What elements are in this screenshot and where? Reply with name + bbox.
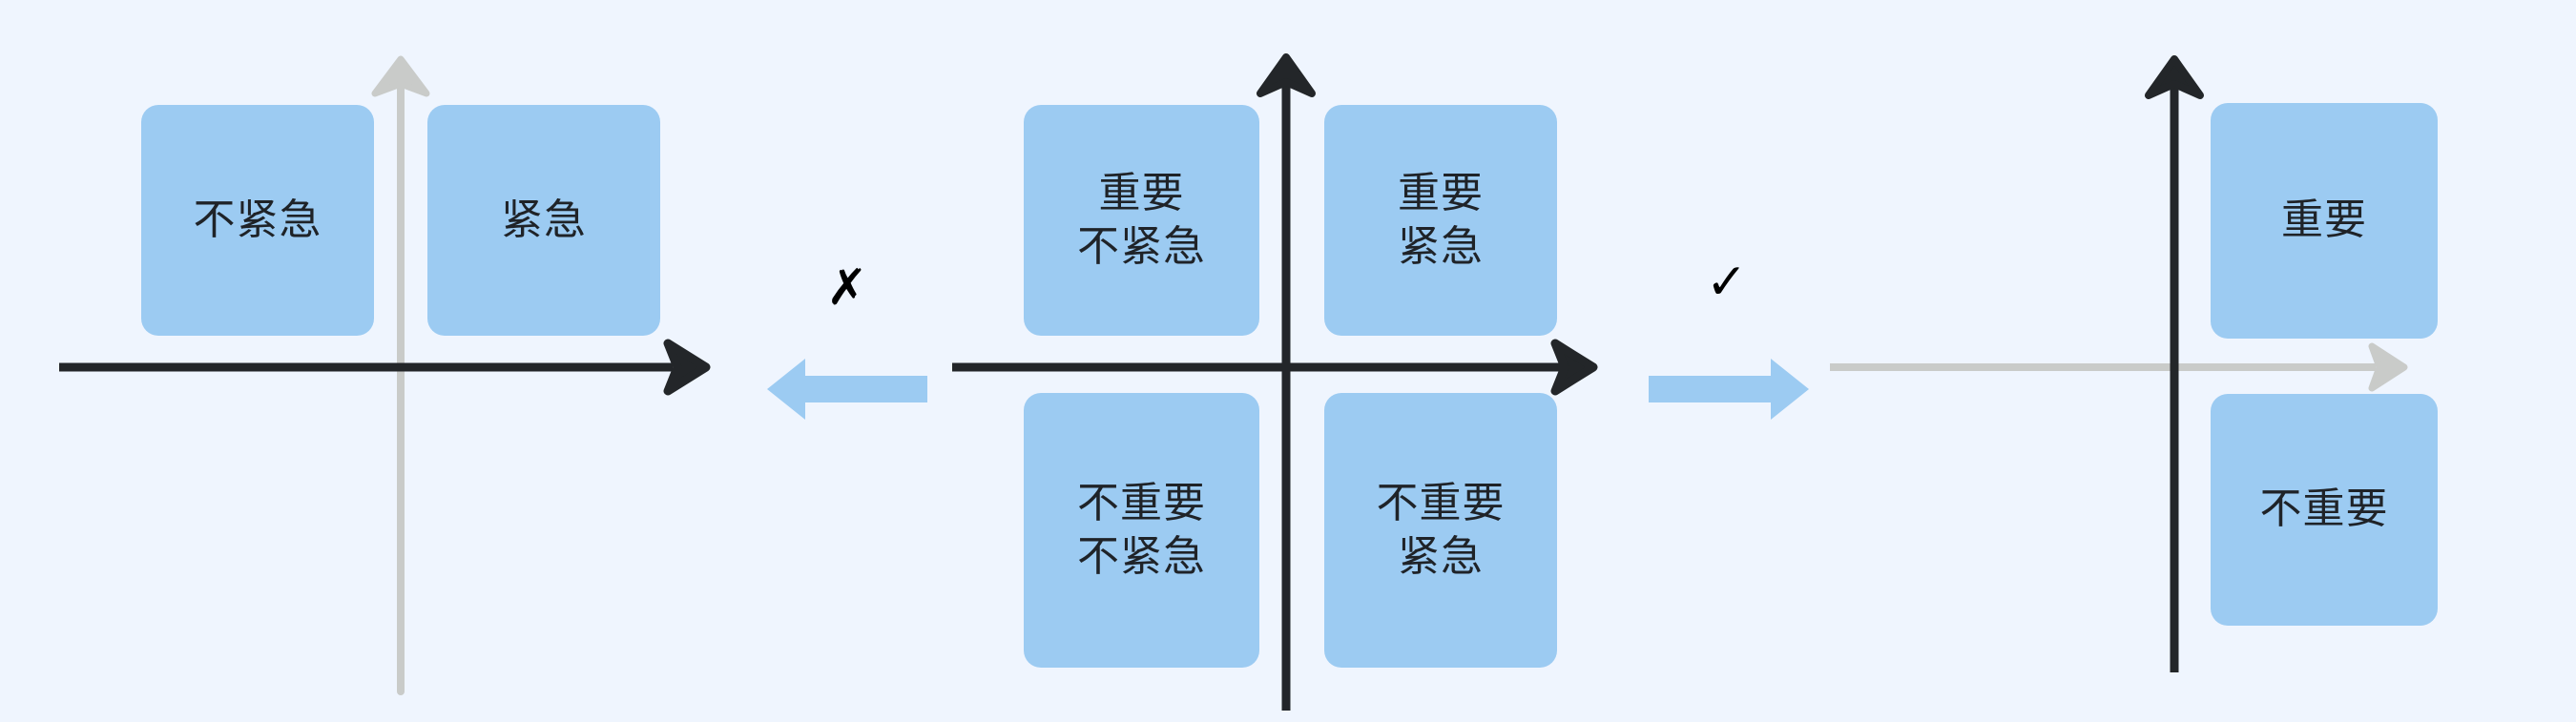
card-line: 重要 bbox=[2281, 196, 2367, 245]
left-panel-axes bbox=[59, 55, 711, 695]
card-important-not-urgent[interactable]: 重要 不紧急 bbox=[1024, 105, 1259, 336]
cross-mark-icon: ✗ bbox=[826, 259, 868, 317]
card-urgent[interactable]: 紧急 bbox=[427, 105, 660, 336]
card-line: 重要 bbox=[1098, 168, 1185, 217]
right-vertical-axis-active bbox=[2145, 55, 2204, 672]
panel-middle-eisenhower-matrix: 重要 不紧急 重要 紧急 不重要 不紧急 不重要 紧急 bbox=[952, 0, 1622, 722]
connector-right-accept: ✓ bbox=[1641, 254, 1813, 420]
card-line: 重要 bbox=[1398, 168, 1484, 217]
right-horizontal-axis-muted bbox=[1830, 342, 2408, 392]
card-not-urgent[interactable]: 不紧急 bbox=[141, 105, 374, 336]
left-vertical-axis-muted bbox=[371, 55, 430, 695]
card-line: 不重要 bbox=[2259, 485, 2389, 534]
middle-vertical-axis-active bbox=[1257, 53, 1316, 711]
middle-horizontal-axis-active bbox=[952, 339, 1598, 396]
card-line: 不紧急 bbox=[1077, 532, 1206, 581]
card-line: 不重要 bbox=[1077, 478, 1206, 527]
card-line: 紧急 bbox=[501, 195, 587, 244]
left-arrow-icon bbox=[767, 359, 927, 420]
right-arrow-icon bbox=[1649, 359, 1809, 420]
card-line: 不紧急 bbox=[1077, 222, 1206, 271]
card-important[interactable]: 重要 bbox=[2211, 103, 2438, 339]
check-mark-icon: ✓ bbox=[1706, 254, 1748, 311]
card-not-important-urgent[interactable]: 不重要 紧急 bbox=[1324, 393, 1557, 668]
card-line: 紧急 bbox=[1398, 222, 1484, 271]
card-important-urgent[interactable]: 重要 紧急 bbox=[1324, 105, 1557, 336]
card-line: 不紧急 bbox=[193, 195, 322, 244]
card-line: 不重要 bbox=[1376, 478, 1506, 527]
card-line: 紧急 bbox=[1398, 532, 1484, 581]
panel-right-importance-only: 重要 不重要 bbox=[1830, 0, 2576, 722]
right-panel-axes bbox=[1830, 55, 2408, 672]
left-horizontal-axis-active bbox=[59, 339, 711, 396]
middle-panel-axes bbox=[952, 53, 1598, 711]
panel-left-urgency-only: 不紧急 紧急 bbox=[0, 0, 754, 722]
card-not-important-not-urgent[interactable]: 不重要 不紧急 bbox=[1024, 393, 1259, 668]
card-not-important[interactable]: 不重要 bbox=[2211, 394, 2438, 626]
connector-left-reject: ✗ bbox=[763, 258, 935, 420]
